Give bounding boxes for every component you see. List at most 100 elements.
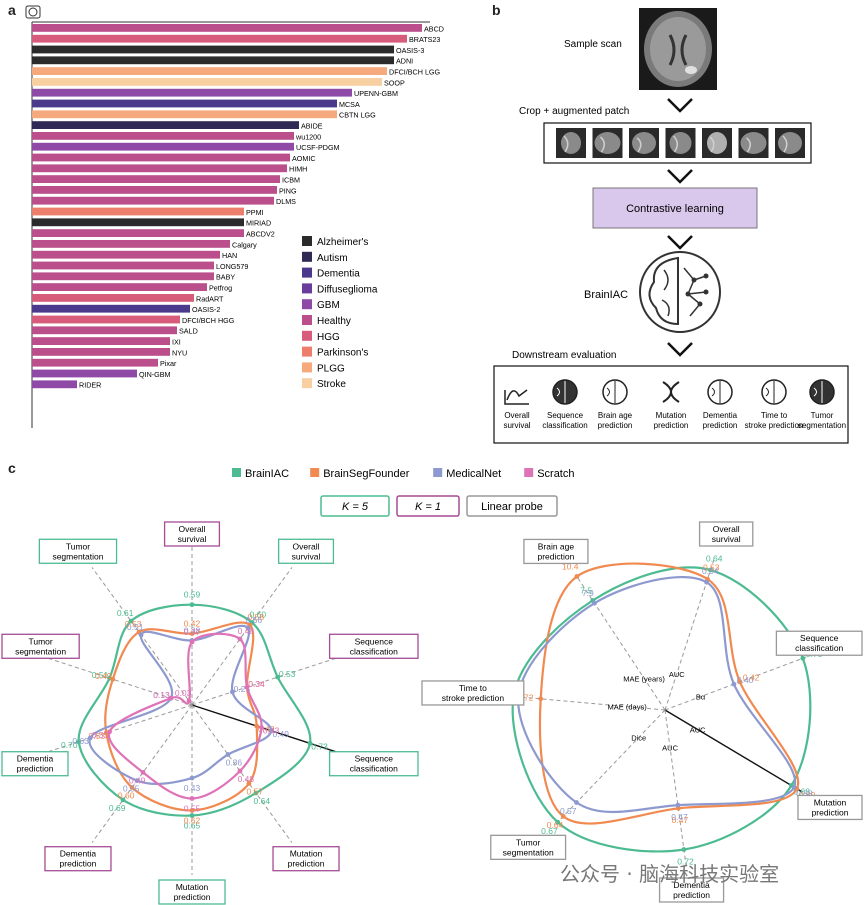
- radar-point: [134, 778, 140, 784]
- brain-icon: [552, 379, 578, 405]
- bar-label: Calgary: [232, 240, 257, 249]
- bar: [32, 315, 180, 324]
- radar-series-line: [88, 624, 273, 786]
- axis-label-box: [1, 633, 80, 659]
- radar-series-line: [538, 562, 800, 825]
- bar-label: ABCD: [424, 24, 444, 33]
- bar: [32, 304, 190, 313]
- radar-point: [168, 695, 174, 701]
- bar-label: NYU: [172, 348, 187, 357]
- data-label: 0.53: [89, 731, 106, 741]
- legend-label: Parkinson's: [317, 348, 368, 359]
- arrow-down-icon: [667, 235, 693, 250]
- axis-label: Overall: [713, 524, 740, 534]
- data-label: 7.5: [580, 585, 592, 595]
- data-label: 0.51: [127, 622, 144, 632]
- bar: [32, 67, 387, 75]
- radar-point: [189, 796, 195, 801]
- bar-label: Pixar: [160, 359, 177, 368]
- data-label: 0.57: [560, 806, 577, 816]
- bar: [32, 326, 177, 335]
- task-label: Time to: [761, 411, 788, 420]
- bar-label: UPENN-GBM: [354, 89, 398, 98]
- data-label: 0.64: [254, 796, 271, 806]
- data-label: 0.48: [238, 774, 255, 784]
- radar-point: [268, 728, 274, 734]
- data-label: 0.58: [796, 788, 813, 798]
- inner-axis-label: Bα: [696, 693, 706, 702]
- data-label: 0.65: [184, 821, 201, 831]
- radar-point: [592, 600, 597, 606]
- data-label: 0.47: [671, 812, 688, 822]
- bar: [32, 196, 274, 205]
- data-label: 0.40: [737, 675, 754, 685]
- panel-c-letter: c: [8, 460, 16, 476]
- radar-axis: [191, 651, 354, 706]
- radar-point: [800, 655, 806, 661]
- inner-axis-label: AUC: [690, 725, 706, 734]
- contrastive-learning-label: Contrastive learning: [626, 203, 724, 215]
- bar-label: BABY: [216, 273, 235, 282]
- task-label: Dementia: [703, 411, 738, 420]
- data-label: 0.64: [547, 820, 564, 830]
- bar-label: ICBM: [282, 176, 300, 185]
- radar-point: [731, 681, 737, 687]
- task-label: survival: [503, 421, 530, 430]
- data-label: 0.25: [234, 684, 251, 694]
- icon-path: [504, 389, 529, 405]
- arrow-down-icon: [667, 98, 693, 113]
- data-label: 0.72: [677, 856, 694, 866]
- bar-label: DLMS: [276, 197, 296, 206]
- linear-probe-box: [466, 495, 558, 517]
- bar-label: RIDER: [79, 381, 101, 390]
- legend-label: BrainIAC: [245, 468, 289, 480]
- patch-detail: [563, 135, 569, 153]
- axis-label: segmentation: [503, 847, 554, 857]
- radar-point: [225, 752, 231, 757]
- sample-scan-image: [639, 8, 717, 90]
- radar-point: [189, 808, 195, 813]
- axis-label: segmentation: [15, 646, 66, 656]
- brainiac-label: BrainIAC: [584, 289, 628, 301]
- patch-detail: [636, 137, 642, 153]
- bar-label: ABIDE: [301, 122, 323, 131]
- brain-network-icon: [639, 251, 721, 333]
- radar-point: [259, 725, 264, 730]
- radar-point: [189, 602, 195, 608]
- radar-point: [574, 574, 580, 579]
- axis-label: stroke prediction: [442, 693, 505, 703]
- bar: [32, 229, 244, 237]
- k1-label: K = 1: [415, 501, 441, 513]
- panel-b-letter: b: [492, 2, 501, 18]
- task-label: segmentation: [798, 421, 846, 430]
- radar-point: [275, 674, 281, 680]
- legend-swatch: [302, 283, 312, 294]
- legend-label: Stroke: [317, 379, 346, 390]
- bar: [32, 250, 220, 259]
- axis-label-box: [328, 751, 419, 777]
- data-label: 0.38: [184, 625, 201, 635]
- arrow-down-icon: [667, 169, 693, 184]
- radar-point: [120, 797, 126, 803]
- patch-texture: [632, 132, 656, 154]
- data-label: 0.34: [248, 679, 265, 689]
- data-label: 0.68: [793, 787, 810, 797]
- bar: [32, 121, 299, 129]
- radar-point: [110, 676, 116, 682]
- bar: [32, 369, 137, 378]
- data-label: 0.67: [541, 826, 558, 836]
- data-label: 0.53: [279, 669, 296, 679]
- contrastive-learning-box: [592, 187, 758, 229]
- data-label: 0.54: [702, 566, 719, 576]
- axis-label-box: [490, 834, 567, 860]
- bar-label: MCSA: [339, 100, 360, 109]
- legend-swatch: [433, 468, 443, 477]
- bar: [32, 207, 244, 216]
- task-label: Brain age: [598, 411, 633, 420]
- bar: [32, 175, 280, 183]
- data-label: 0.47: [672, 815, 689, 825]
- bar: [32, 34, 407, 43]
- task-label: Tumor: [811, 411, 834, 420]
